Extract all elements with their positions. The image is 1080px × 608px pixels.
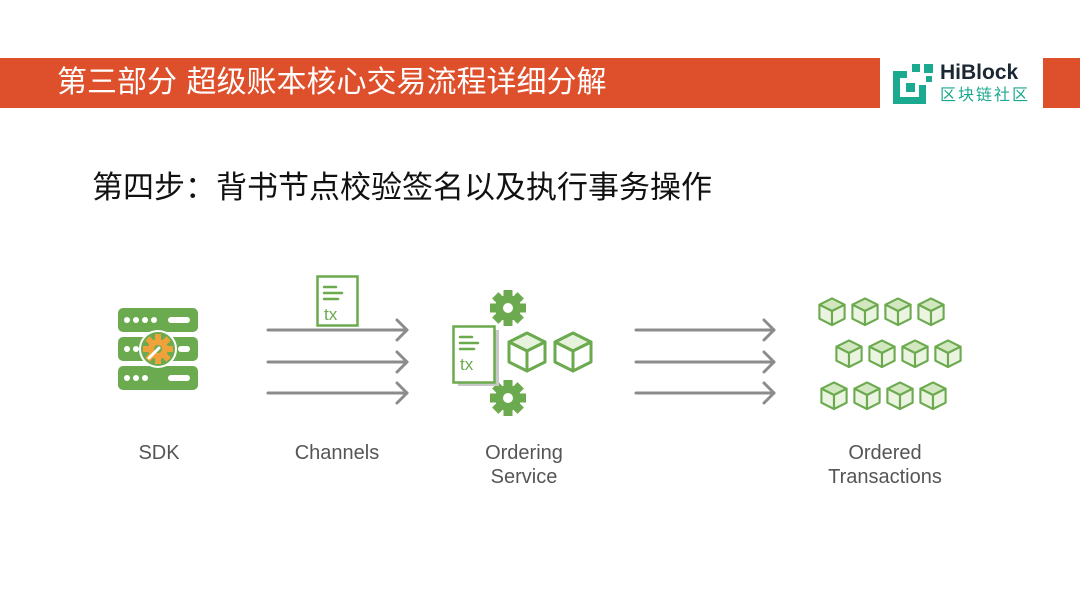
block-cube-icon — [553, 331, 593, 373]
gear-icon — [490, 290, 526, 326]
channel-arrows — [266, 318, 409, 405]
server-status-lights — [124, 317, 190, 381]
block-cube-icon — [884, 297, 912, 327]
block-cube-icon — [917, 297, 945, 327]
hiblock-logo-icon — [893, 64, 933, 104]
logo-brand-name: HiBlock — [940, 61, 1019, 84]
block-cube-icon — [934, 339, 962, 369]
block-cube-icon — [853, 381, 881, 411]
transaction-document-icon: tx — [316, 275, 359, 327]
arrow-right-icon — [266, 381, 409, 405]
ordering-arrows — [634, 318, 776, 405]
ordering-service-label-line: Service — [490, 466, 558, 488]
logo-tagline: 区块链社区 — [940, 85, 1031, 104]
hiblock-logo: HiBlock 区块链社区 — [880, 58, 1043, 108]
block-cube-icon — [901, 339, 929, 369]
transaction-document-icon: tx — [452, 325, 499, 386]
wrench-gear-icon — [139, 330, 177, 368]
server-icon — [118, 308, 198, 390]
arrow-right-icon — [634, 350, 776, 374]
sdk-label-line: SDK — [138, 442, 180, 464]
document-label: tx — [324, 305, 338, 324]
ordering-service-label-line: Ordering — [485, 442, 563, 464]
channels-label: Channels — [277, 441, 397, 465]
document-label: tx — [460, 355, 474, 374]
block-cube-icon — [851, 297, 879, 327]
step-title: 第四步：背书节点校验签名以及执行事务操作 — [92, 170, 712, 206]
ordered-transactions-label: Ordered Transactions — [805, 441, 965, 489]
ordering-service-label: Ordering Service — [454, 441, 594, 489]
arrow-right-icon — [634, 318, 776, 342]
block-cube-icon — [868, 339, 896, 369]
block-cube-icon — [835, 339, 863, 369]
block-cube-icon — [919, 381, 947, 411]
block-cube-icon — [886, 381, 914, 411]
section-title: 第三部分 超级账本核心交易流程详细分解 — [57, 65, 607, 100]
ordered-transactions-label-line: Transactions — [828, 466, 942, 488]
sdk-label: SDK — [109, 441, 209, 465]
server-unit — [118, 308, 198, 332]
ordered-transactions-label-line: Ordered — [848, 442, 922, 464]
block-cube-icon — [820, 381, 848, 411]
block-cube-icon — [507, 331, 547, 373]
ordered-blocks — [818, 297, 962, 411]
server-unit — [118, 366, 198, 390]
channels-label-line: Channels — [294, 442, 380, 464]
arrow-right-icon — [266, 350, 409, 374]
arrow-right-icon — [634, 381, 776, 405]
arrow-right-icon — [266, 318, 409, 342]
block-cube-icon — [818, 297, 846, 327]
